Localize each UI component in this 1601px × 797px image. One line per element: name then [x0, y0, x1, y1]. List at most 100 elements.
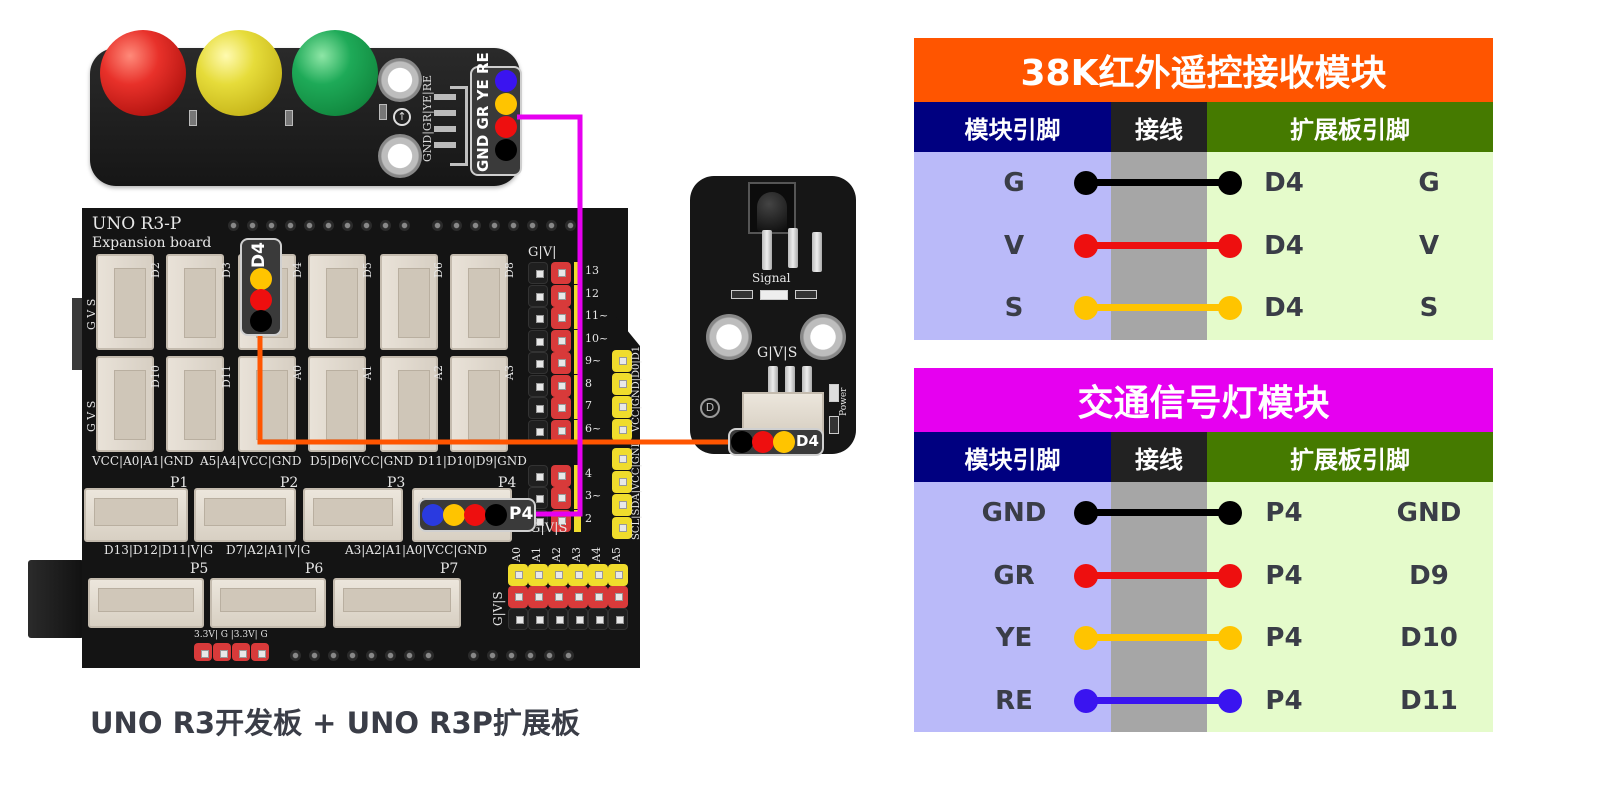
ground-pin	[568, 608, 588, 630]
yellow-dot-ye	[495, 93, 517, 115]
board-port: P4	[1265, 623, 1303, 653]
ground-pin	[528, 608, 548, 630]
ground-pin	[528, 307, 548, 329]
ground-pin	[528, 352, 548, 374]
green-led	[292, 30, 378, 116]
blue-dot-re	[495, 70, 517, 92]
yellow-dot	[773, 431, 795, 453]
port-a1	[308, 356, 366, 452]
red-dot	[464, 504, 486, 526]
ir-pin-label: G|V|S	[757, 345, 798, 361]
port-label: A2	[432, 365, 445, 380]
p7-name: P7	[440, 561, 459, 577]
board-pin: V	[1418, 230, 1440, 261]
header-hole	[432, 220, 443, 231]
header-hole	[266, 220, 277, 231]
port-d11	[166, 356, 224, 452]
wire-endpoint-dot	[1074, 563, 1098, 588]
header-hole	[399, 220, 410, 231]
black-dot	[731, 431, 753, 453]
blue-dot	[422, 504, 444, 526]
table-title: 38K红外遥控接收模块	[914, 38, 1493, 102]
connector-pin	[434, 110, 456, 116]
signal-pin	[588, 564, 608, 586]
ground-pin	[528, 419, 548, 442]
port-label: D2	[149, 262, 162, 278]
right-header-label-top: VCC|GND|D0|D1	[631, 345, 642, 432]
header-hole	[544, 650, 555, 661]
vcc-pin	[528, 586, 548, 608]
signal-pin-strip	[574, 284, 581, 307]
traffic-light-connector	[450, 86, 468, 166]
header-hole	[546, 220, 557, 231]
header-hole	[361, 220, 372, 231]
digital-pin-number: 4	[585, 466, 592, 480]
header-top-label: G|V|	[528, 245, 557, 260]
smd-resistor	[285, 110, 293, 126]
vcc-pin	[551, 487, 571, 509]
signal-pin-strip	[574, 487, 581, 509]
vcc-pin	[508, 586, 528, 608]
yellow-dot	[443, 504, 465, 526]
wire-endpoint-dot	[1074, 501, 1098, 525]
ground-pin	[588, 608, 608, 630]
board-pin: S	[1419, 293, 1439, 323]
power-symbol-icon: ↑	[393, 108, 411, 126]
port-label: D5	[361, 262, 374, 278]
header-pin	[612, 517, 632, 539]
wire-line	[1086, 696, 1230, 704]
board-title: UNO R3-P	[92, 214, 182, 234]
port-label: D10	[149, 365, 162, 388]
port-d10	[96, 356, 154, 452]
signal-pin-strip	[574, 262, 581, 284]
header-hole	[489, 220, 500, 231]
p6-name: P6	[305, 561, 324, 577]
vcc-pin	[568, 586, 588, 608]
wire-line	[1086, 179, 1230, 186]
smd-resistor	[189, 110, 197, 126]
signal-pin-strip	[574, 419, 581, 442]
board-port: D4	[1264, 293, 1304, 323]
signal-pin-strip	[574, 397, 581, 419]
analog-label: A3	[570, 547, 583, 562]
digital-pin-number: 13	[585, 264, 599, 277]
header-hole	[508, 220, 519, 231]
signal-led	[760, 290, 788, 300]
board-port: D4	[1264, 230, 1304, 261]
signal-pin-strip	[574, 464, 581, 487]
vcc-pin	[551, 284, 571, 307]
mounting-hole	[800, 314, 846, 360]
vcc-pin	[551, 329, 571, 352]
signal-pin-strip	[574, 509, 581, 532]
signal-label: Signal	[752, 271, 791, 285]
signal-pin	[548, 564, 568, 586]
digital-pin-number: 2	[585, 511, 592, 525]
header-pin	[612, 494, 632, 516]
header-hole	[328, 650, 339, 661]
header-pin	[612, 373, 632, 395]
p4-badge-text: P4	[509, 504, 534, 524]
hardware-illustration: ↑ GND|GR|YE|RE GND GR YE RE UNO R3-P Exp…	[28, 30, 856, 740]
wire-line	[1086, 571, 1230, 579]
table-title: 交通信号灯模块	[914, 368, 1493, 432]
vcc-pin	[551, 419, 571, 442]
p1-name: P1	[170, 475, 189, 491]
d4-badge-text: D4	[249, 242, 269, 268]
port-label: D4	[291, 262, 304, 278]
mounting-hole	[378, 58, 422, 102]
power-pin	[251, 643, 269, 661]
module-pin: S	[1004, 293, 1024, 323]
signal-pin	[608, 564, 628, 586]
ground-pin	[528, 464, 548, 487]
header-hole	[342, 220, 353, 231]
board-pin: GND	[1396, 498, 1462, 528]
usb-port	[72, 298, 84, 370]
port-p6	[210, 578, 326, 628]
board-port: D4	[1264, 168, 1304, 198]
header-pin	[612, 419, 632, 441]
